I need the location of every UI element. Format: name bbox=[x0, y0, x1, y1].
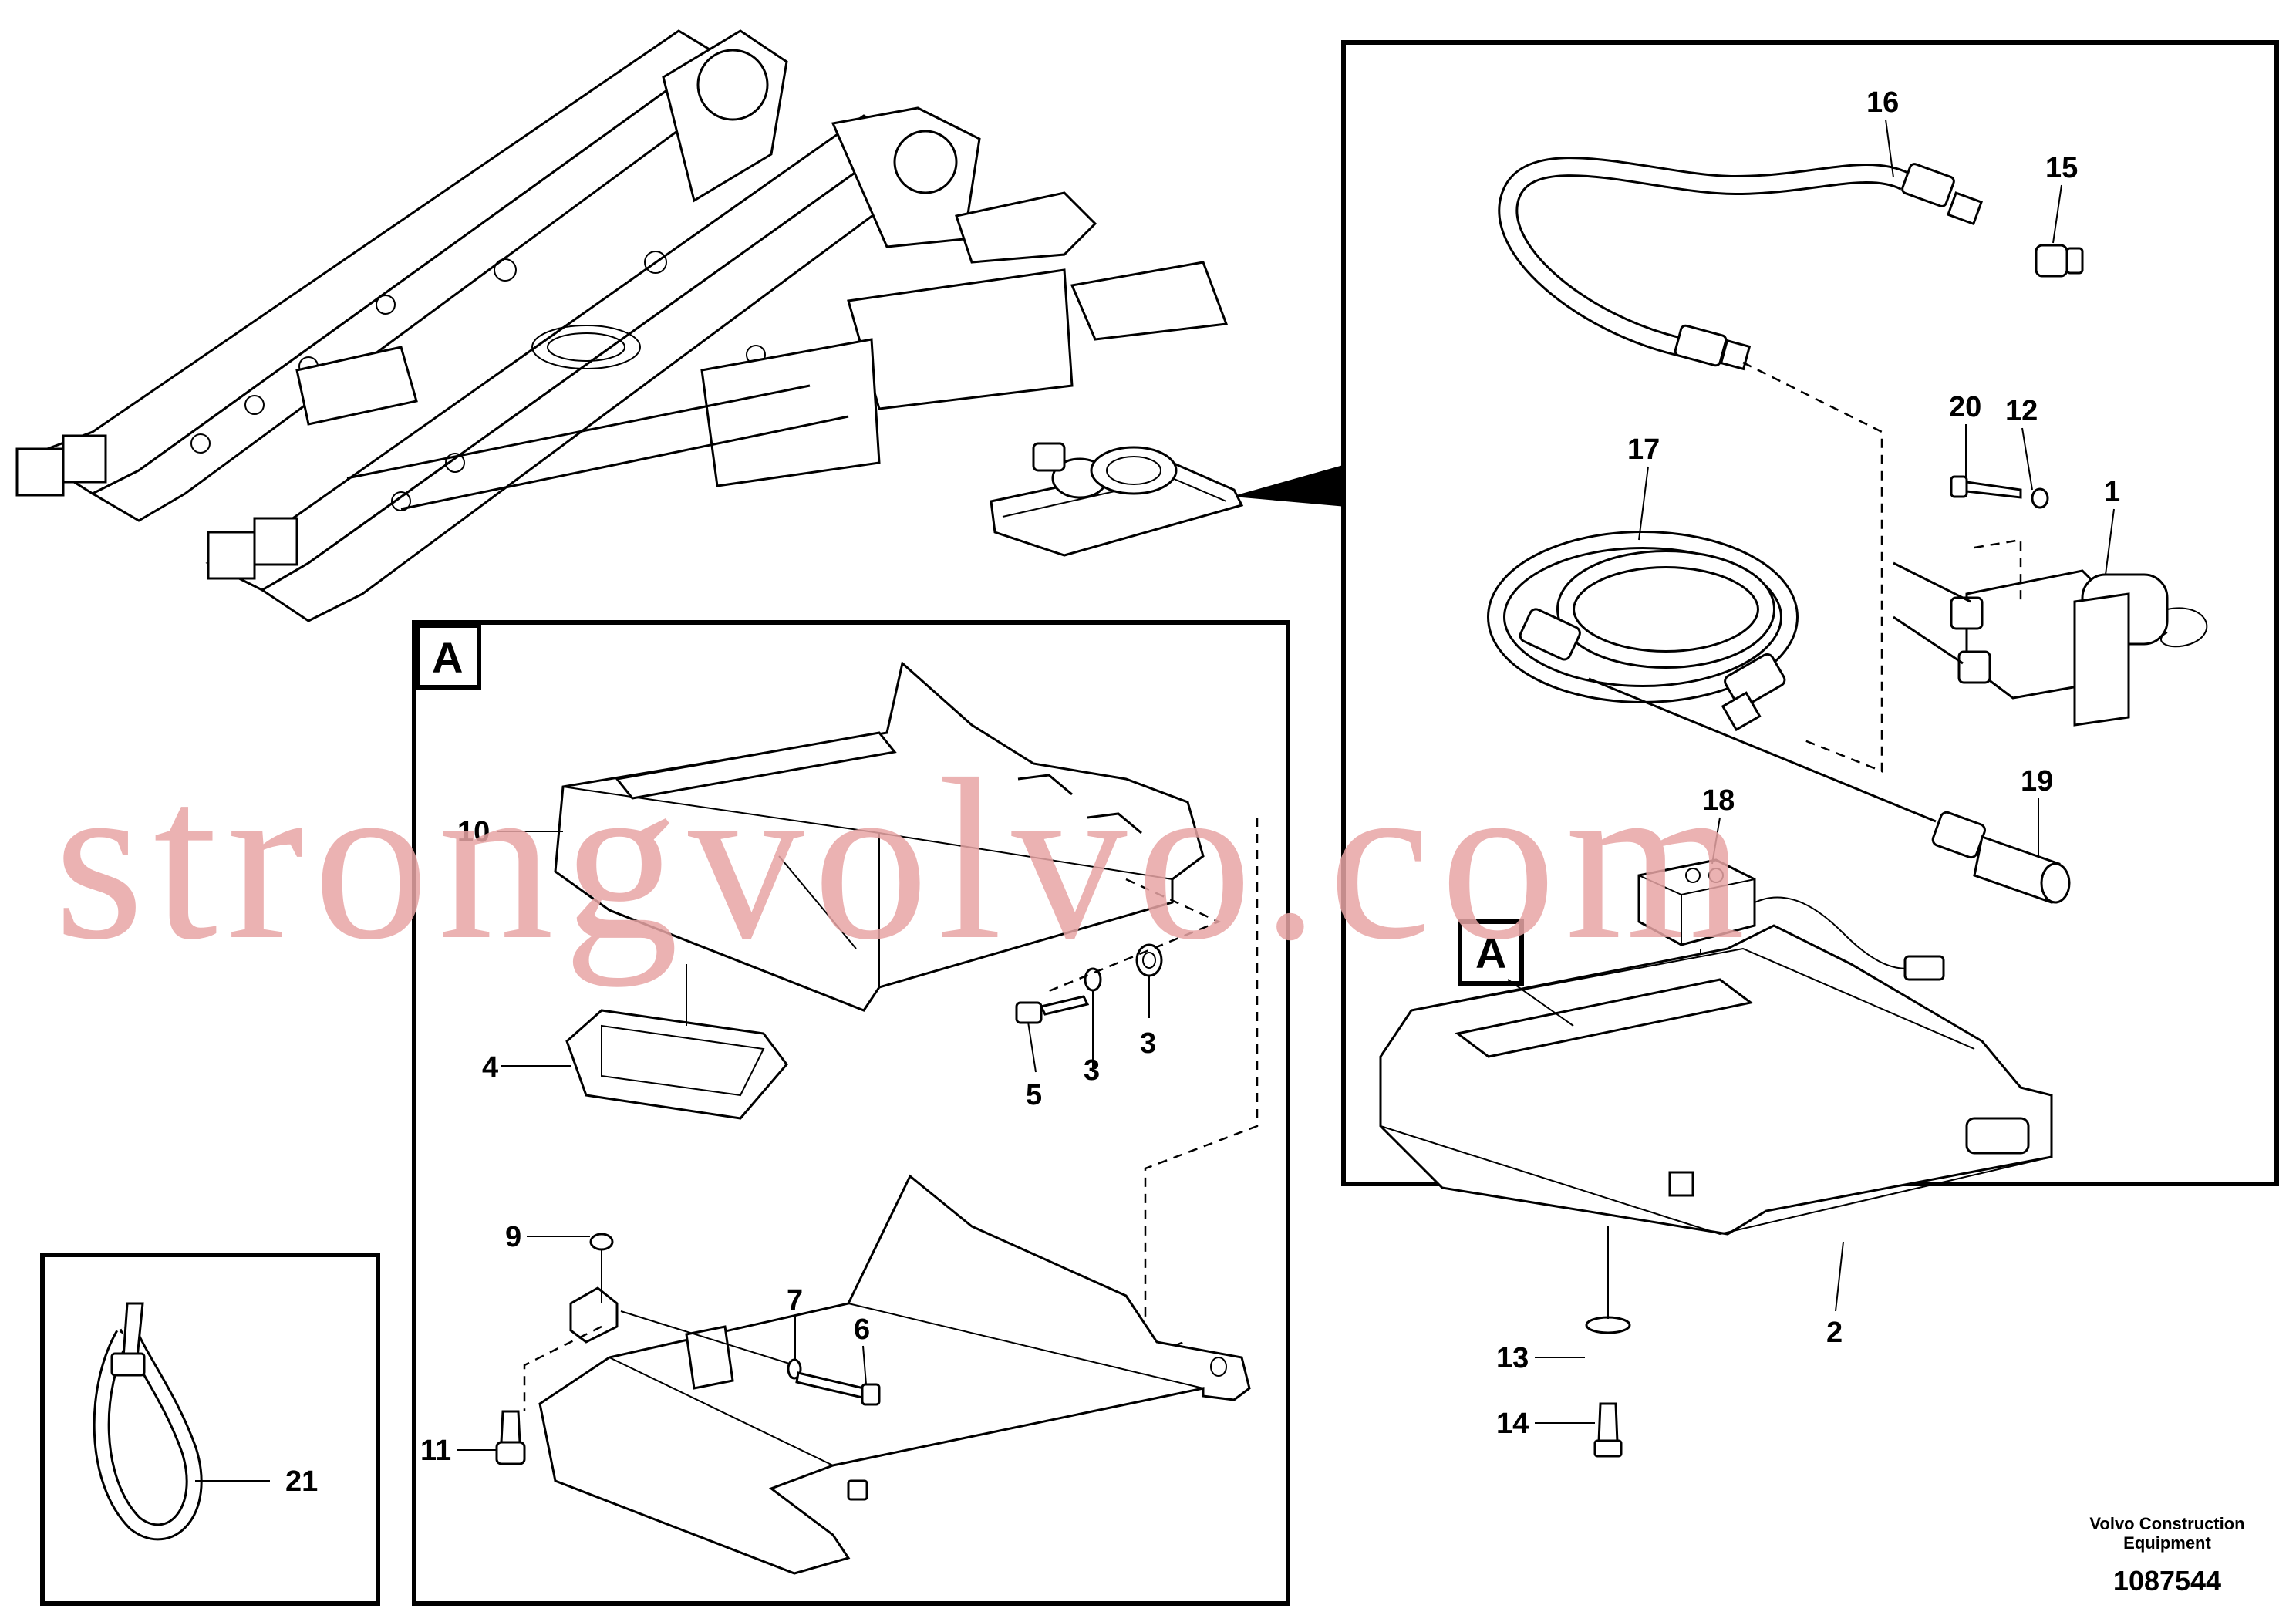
detail-frame-cable-tie bbox=[40, 1253, 380, 1606]
callout-6: 6 bbox=[854, 1313, 870, 1346]
callout-1: 1 bbox=[2104, 476, 2120, 508]
callout-5: 5 bbox=[1026, 1079, 1042, 1111]
machine-frame-overview bbox=[15, 29, 1244, 622]
company-name-line2: Equipment bbox=[2123, 1533, 2211, 1553]
callout-21: 21 bbox=[285, 1465, 318, 1498]
drawing-number: 1087544 bbox=[2113, 1565, 2221, 1597]
callout-16: 16 bbox=[1866, 86, 1899, 119]
cable-tie bbox=[93, 1302, 203, 1541]
callout-12: 12 bbox=[2005, 395, 2038, 427]
callout-2: 2 bbox=[1826, 1317, 1843, 1349]
overview-detail-assembly bbox=[990, 442, 1244, 557]
company-name-line1: Volvo Construction bbox=[2089, 1514, 2244, 1533]
detail-label-a: A bbox=[432, 633, 463, 682]
callout-14: 14 bbox=[1496, 1408, 1529, 1440]
callout-10: 10 bbox=[457, 816, 490, 848]
hose-and-valve-assembly bbox=[1379, 157, 2208, 1458]
callout-11: 11 bbox=[420, 1435, 451, 1467]
callout-19: 19 bbox=[2021, 765, 2053, 798]
callout-9: 9 bbox=[505, 1221, 521, 1253]
callout-4: 4 bbox=[482, 1051, 498, 1084]
callout-17: 17 bbox=[1627, 433, 1660, 466]
callout-labels: 16 15 20 12 1 17 19 18 2 13 14 10 4 5 3 … bbox=[285, 86, 2120, 1498]
callout-3-right: 3 bbox=[1140, 1027, 1156, 1060]
callout-20: 20 bbox=[1949, 391, 1981, 423]
callout-18: 18 bbox=[1702, 784, 1735, 817]
leader-lines bbox=[195, 119, 2115, 1482]
callout-13: 13 bbox=[1496, 1342, 1529, 1374]
detail-label-a-right: A bbox=[1475, 929, 1506, 977]
detail-label-box-a bbox=[415, 623, 481, 690]
tray-assembly-detail-a bbox=[495, 661, 1259, 1575]
detail-label-box-a-right bbox=[1458, 919, 1524, 986]
detail-frame-a bbox=[412, 620, 1290, 1606]
callout-15: 15 bbox=[2045, 152, 2078, 184]
callout-3-left: 3 bbox=[1084, 1054, 1100, 1087]
callout-7: 7 bbox=[787, 1284, 803, 1317]
watermark: strongvolvo.com bbox=[54, 731, 1755, 988]
